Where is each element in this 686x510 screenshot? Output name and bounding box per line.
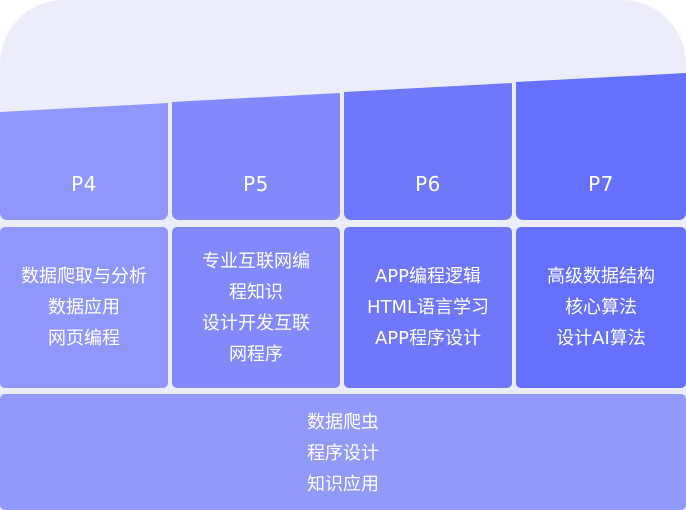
skill-item: 核心算法 xyxy=(565,297,637,318)
level-label-p4: P4 xyxy=(71,172,97,196)
skill-item: 高级数据结构 xyxy=(547,266,655,287)
skill-item: APP程序设计 xyxy=(374,328,482,349)
foundation-block: 数据爬虫 程序设计 知识应用 xyxy=(0,394,686,510)
level-header-p7: P7 xyxy=(516,73,686,220)
level-header-p4: P4 xyxy=(0,103,168,220)
level-label-p7: P7 xyxy=(588,172,614,196)
foundation-item: 程序设计 xyxy=(307,443,379,464)
level-content-p5: 专业互联网编 程知识 设计开发互联 网程序 xyxy=(172,227,340,388)
level-content-p6: APP编程逻辑 HTML语言学习 APP程序设计 xyxy=(344,227,512,388)
level-header-p5: P5 xyxy=(172,93,340,220)
skill-item: 设计开发互联 xyxy=(202,313,310,334)
skill-item: 网程序 xyxy=(229,344,283,365)
skill-item: 专业互联网编 xyxy=(202,251,310,272)
level-header-p6: P6 xyxy=(344,83,512,220)
foundation-item: 数据爬虫 xyxy=(307,412,379,433)
level-content-p4: 数据爬取与分析 数据应用 网页编程 xyxy=(0,227,168,388)
skill-item: 设计AI算法 xyxy=(556,328,646,349)
skill-item: 程知识 xyxy=(229,282,283,303)
level-content-p7: 高级数据结构 核心算法 设计AI算法 xyxy=(516,227,686,388)
level-label-p6: P6 xyxy=(415,172,441,196)
level-label-p5: P5 xyxy=(243,172,269,196)
foundation-item: 知识应用 xyxy=(307,474,379,495)
skill-item: 网页编程 xyxy=(48,328,120,349)
skill-item: 数据爬取与分析 xyxy=(21,266,147,287)
skill-item: HTML语言学习 xyxy=(366,297,490,318)
skill-item: 数据应用 xyxy=(48,297,120,318)
skill-item: APP编程逻辑 xyxy=(374,266,482,287)
